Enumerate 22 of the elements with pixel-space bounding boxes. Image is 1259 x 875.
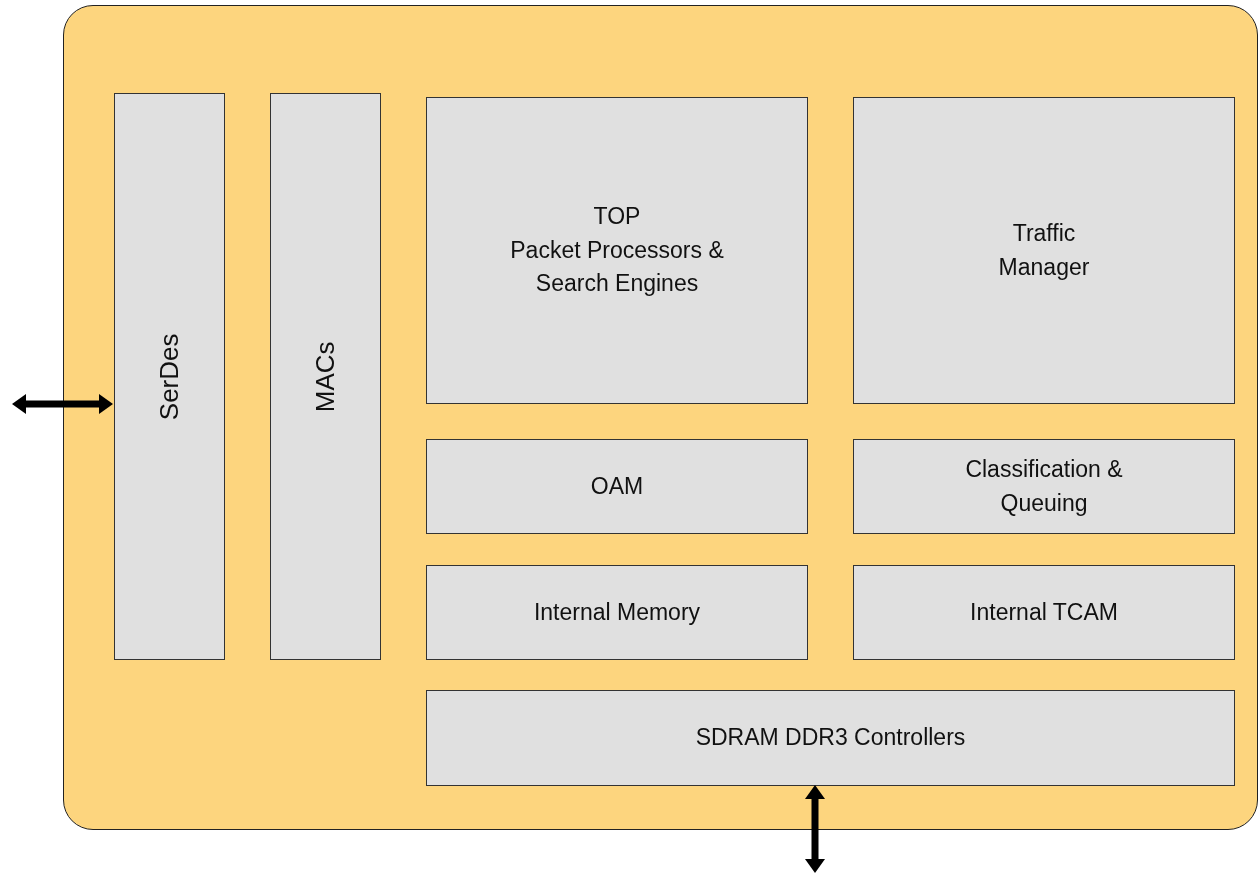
block-label: SDRAM DDR3 Controllers <box>695 723 966 753</box>
function-block <box>853 97 1235 404</box>
block-label: MACs <box>308 341 341 412</box>
function-block <box>426 690 1235 786</box>
function-block <box>853 439 1235 534</box>
function-block <box>270 93 381 660</box>
block-label: Traffic Manager <box>997 219 1091 282</box>
double-arrow <box>805 785 825 873</box>
block-label: TOP <box>593 202 641 232</box>
block-label: Classification & Queuing <box>964 455 1124 518</box>
block-label: OAM <box>590 471 644 501</box>
chip-outline <box>63 5 1258 830</box>
block-label: Internal Memory <box>533 597 701 627</box>
block-label: Packet Processors & Search Engines <box>509 235 725 299</box>
block-label: Internal TCAM <box>970 597 1118 627</box>
function-block <box>853 565 1235 660</box>
function-block <box>114 93 225 660</box>
double-arrow <box>12 394 113 414</box>
function-block <box>426 97 808 404</box>
function-block <box>426 439 808 534</box>
function-block <box>426 565 808 660</box>
block-label: SerDes <box>152 333 185 420</box>
